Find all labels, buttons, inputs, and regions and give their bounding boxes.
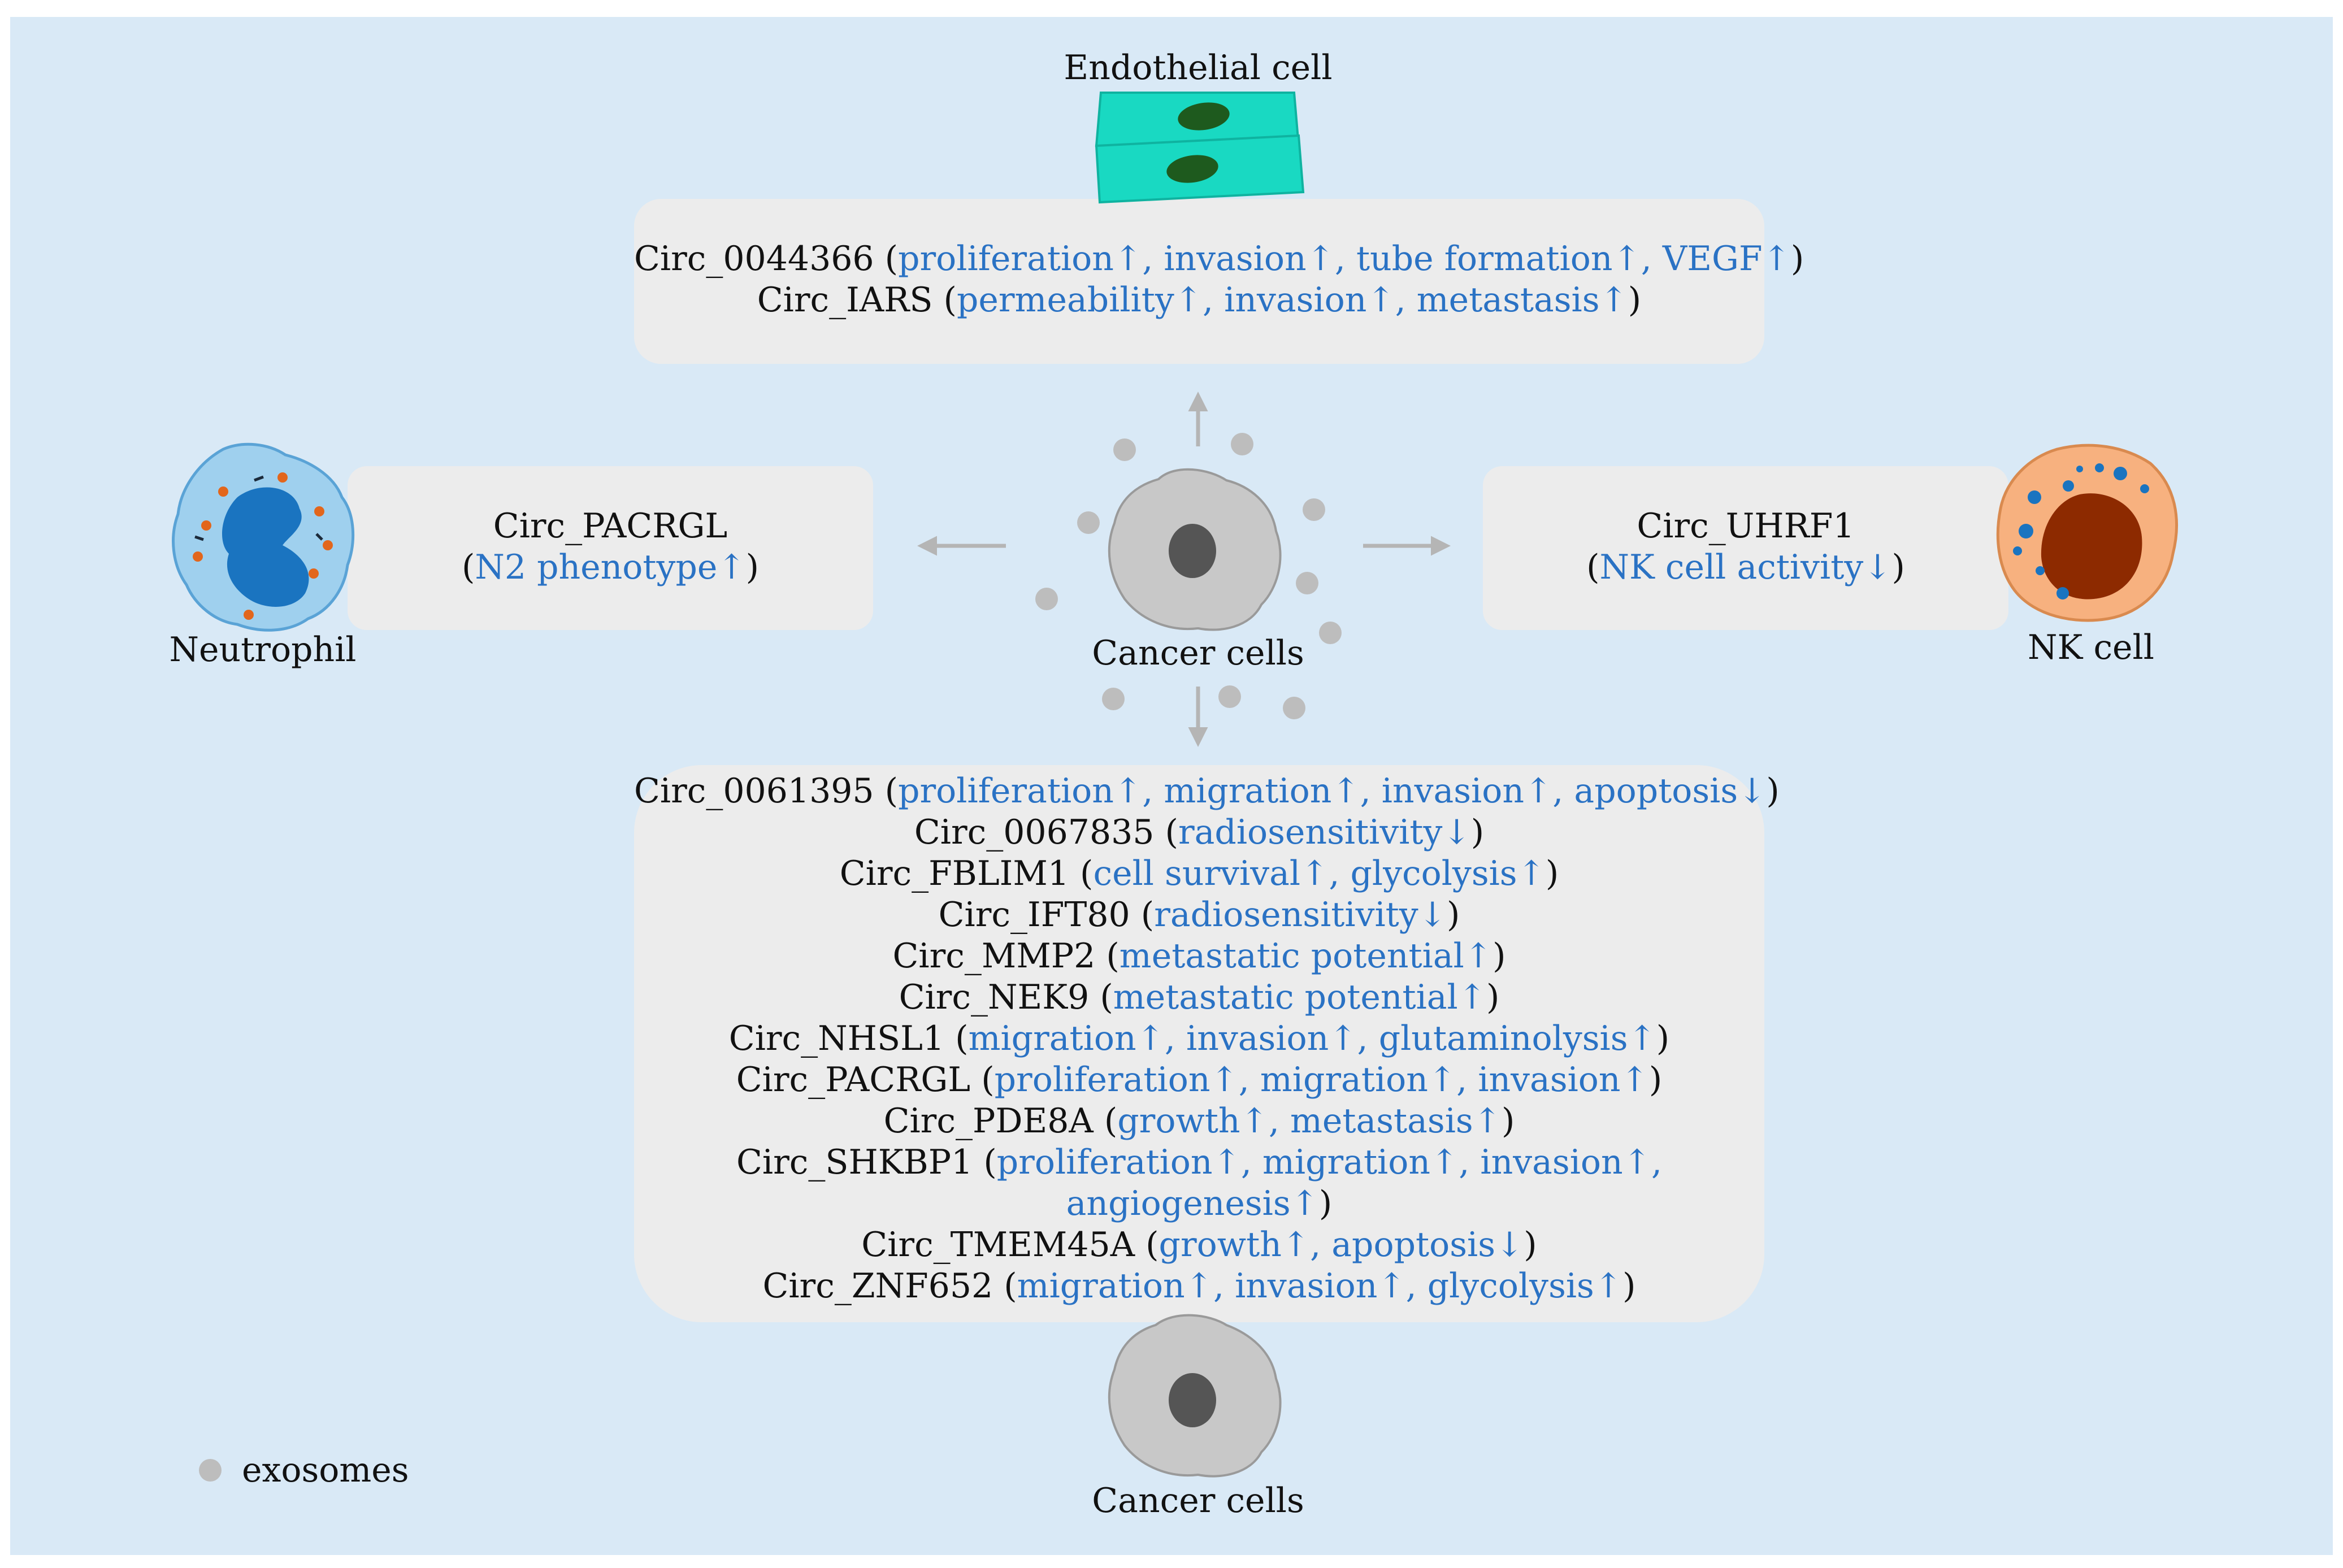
closing-paren: ) [1790,239,1804,279]
effect-text: NK cell activity↓ [1599,548,1892,587]
circrna-name: Circ_0044366 ( [634,239,899,279]
circrna-name: Circ_TMEM45A ( [861,1225,1159,1265]
nk-cell-icon [1996,444,2179,622]
effect-text: proliferation↑, migration↑, invasion↑, [996,1143,1663,1182]
effect-text: cell survival↑, glycolysis↑ [1093,854,1546,893]
effect-text: proliferation↑, migration↑, invasion↑, a… [898,771,1767,811]
circrna-name: Circ_SHKBP1 ( [736,1143,997,1182]
circrna-name: Circ_PDE8A ( [883,1101,1118,1141]
circrna-name: ( [461,548,475,587]
box-neutrophil-effects: Circ_PACRGL(N2 phenotype↑) [348,466,873,630]
text-line: Circ_TMEM45A (growth↑, apoptosis↓) [634,1224,1764,1266]
text-line: Circ_IFT80 (radiosensitivity↓) [634,894,1764,936]
text-line: Circ_MMP2 (metastatic potential↑) [634,936,1764,977]
text-line: Circ_ZNF652 (migration↑, invasion↑, glyc… [634,1266,1764,1307]
circrna-name: Circ_0067835 ( [914,813,1178,852]
closing-paren: ) [1622,1266,1636,1306]
circrna-name: ( [1586,548,1600,587]
effect-text: growth↑, apoptosis↓ [1159,1225,1524,1265]
effect-text: radiosensitivity↓ [1154,895,1447,935]
closing-paren: ) [1656,1019,1670,1058]
top-box-lines: Circ_0044366 (proliferation↑, invasion↑,… [634,238,1804,321]
circrna-name: Circ_0061395 ( [634,771,899,811]
circrna-name: Circ_MMP2 ( [892,936,1120,976]
effect-text: metastatic potential↑ [1119,936,1493,976]
text-line: (N2 phenotype↑) [348,547,873,588]
circrna-name: Circ_NEK9 ( [899,978,1113,1017]
closing-paren: ) [745,548,760,587]
arrow-icon [917,392,1451,747]
effect-text: migration↑, invasion↑, glycolysis↑ [1017,1266,1623,1306]
effect-text: proliferation↑, invasion↑, tube formatio… [898,239,1791,279]
legend-exosomes-label: exosomes [242,1450,409,1490]
cancer-cells-center-label: Cancer cells [1092,633,1304,673]
closing-paren: ) [1891,548,1905,587]
text-line: angiogenesis↑) [634,1183,1764,1224]
text-line: Circ_NHSL1 (migration↑, invasion↑, gluta… [634,1018,1764,1059]
closing-paren: ) [1492,936,1506,976]
circrna-name: Circ_IARS ( [757,280,957,320]
nk-cell-label: NK cell [2028,628,2154,667]
closing-paren: ) [1318,1184,1333,1223]
closing-paren: ) [1766,771,1780,811]
exosome-icon [1035,433,1342,719]
endothelial-cell-icon [1095,92,1305,204]
effect-text: proliferation↑, migration↑, invasion↑ [994,1060,1649,1100]
text-line: Circ_PACRGL (proliferation↑, migration↑,… [634,1059,1764,1101]
circrna-name: Circ_UHRF1 [1637,506,1855,546]
text-line: Circ_0044366 (proliferation↑, invasion↑,… [634,238,1804,280]
cancer-cells-bottom-label: Cancer cells [1092,1481,1304,1521]
exosome-icon [199,1459,222,1482]
closing-paren: ) [1470,813,1485,852]
right-box-lines: Circ_UHRF1(NK cell activity↓) [1483,506,2008,588]
text-line: Circ_SHKBP1 (proliferation↑, migration↑,… [634,1142,1764,1183]
text-line: Circ_UHRF1 [1483,506,2008,547]
effect-text: angiogenesis↑ [1066,1184,1319,1223]
bottom-box-lines: Circ_0061395 (proliferation↑, migration↑… [634,771,1780,1307]
circrna-name: Circ_ZNF652 ( [762,1266,1017,1306]
effect-text: growth↑, metastasis↑ [1117,1101,1502,1141]
text-line: Circ_PACRGL [348,506,873,547]
circrna-name: Circ_PACRGL ( [736,1060,995,1100]
circrna-name: Circ_NHSL1 ( [728,1019,969,1058]
closing-paren: ) [1486,978,1500,1017]
closing-paren: ) [1524,1225,1537,1265]
box-nk-effects: Circ_UHRF1(NK cell activity↓) [1483,466,2008,630]
effect-text: N2 phenotype↑ [475,548,746,587]
effect-text: radiosensitivity↓ [1178,813,1471,852]
box-cancer-effects: Circ_0061395 (proliferation↑, migration↑… [634,765,1780,1322]
effect-text: migration↑, invasion↑, glutaminolysis↑ [968,1019,1656,1058]
text-line: Circ_FBLIM1 (cell survival↑, glycolysis↑… [634,853,1764,894]
box-endothelial-effects: Circ_0044366 (proliferation↑, invasion↑,… [634,199,1804,364]
text-line: (NK cell activity↓) [1483,547,2008,588]
text-line: Circ_NEK9 (metastatic potential↑) [634,977,1764,1018]
text-line: Circ_0061395 (proliferation↑, migration↑… [634,771,1780,812]
closing-paren: ) [1446,895,1460,935]
cancer-cell-icon [1108,1314,1282,1478]
closing-paren: ) [1648,1060,1663,1100]
text-line: Circ_IARS (permeability↑, invasion↑, met… [634,280,1764,321]
neutrophil-label: Neutrophil [169,630,357,670]
endothelial-cell-label: Endothelial cell [1064,48,1333,88]
closing-paren: ) [1501,1101,1515,1141]
neutrophil-icon [172,442,355,632]
effect-text: permeability↑, invasion↑, metastasis↑ [956,280,1628,320]
circrna-name: Circ_IFT80 ( [938,895,1155,935]
text-line: Circ_PDE8A (growth↑, metastasis↑) [634,1101,1764,1142]
effect-text: metastatic potential↑ [1113,978,1486,1017]
circrna-name: Circ_PACRGL [493,506,728,546]
cancer-cell-icon [1108,468,1282,631]
left-box-lines: Circ_PACRGL(N2 phenotype↑) [348,506,873,588]
circrna-name: Circ_FBLIM1 ( [839,854,1094,893]
closing-paren: ) [1628,280,1642,320]
closing-paren: ) [1545,854,1559,893]
text-line: Circ_0067835 (radiosensitivity↓) [634,812,1764,853]
